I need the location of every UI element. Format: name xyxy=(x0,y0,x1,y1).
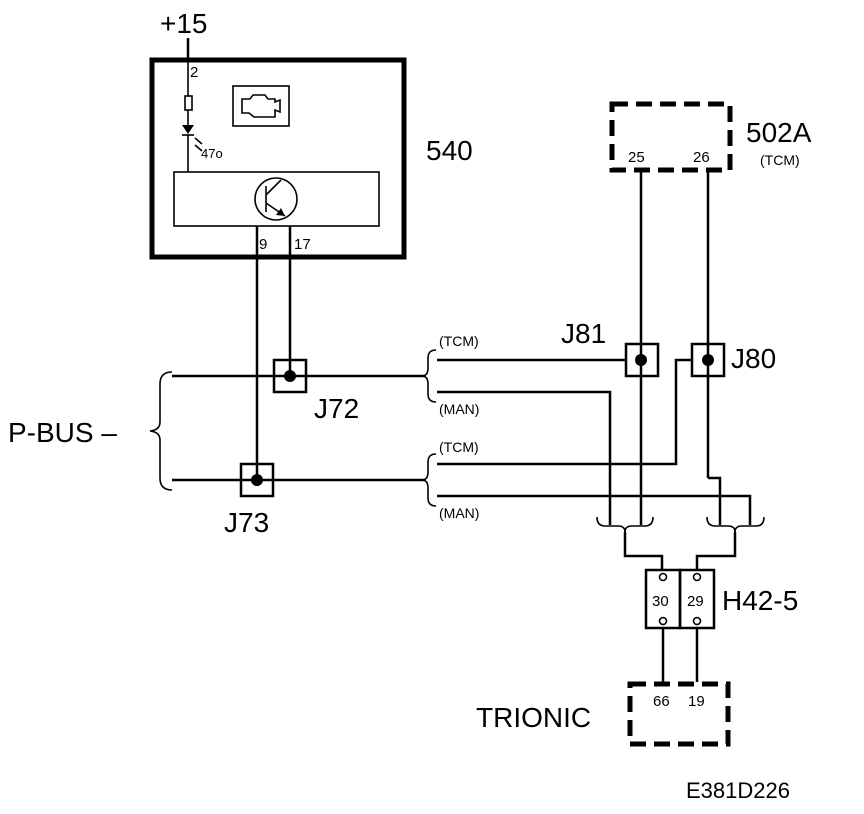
tcm-pin-25: 25 xyxy=(628,149,645,166)
pbus-brace xyxy=(149,371,173,491)
wire-tcm-lower xyxy=(437,358,692,466)
resistor-label: 47o xyxy=(201,146,223,161)
variant-tcm-lower: (TCM) xyxy=(439,439,479,455)
junction-j80 xyxy=(690,342,726,378)
junction-j80-label: J80 xyxy=(731,343,776,374)
h42-pin-29: 29 xyxy=(687,593,704,610)
module-540-label: 540 xyxy=(426,135,473,166)
led-ray-icon xyxy=(194,137,203,145)
tcm-502a-label: 502A xyxy=(746,117,812,148)
tcm-502a-box xyxy=(609,101,733,173)
junction-j81-label: J81 xyxy=(561,318,606,349)
variant-man-upper: (MAN) xyxy=(439,401,479,417)
wire-man-upper xyxy=(437,390,612,525)
trionic-label: TRIONIC xyxy=(476,702,591,733)
supply-label: +15 xyxy=(160,8,208,39)
wire-to-h42-30 xyxy=(623,532,664,570)
led-icon xyxy=(182,125,194,134)
variant-man-lower: (MAN) xyxy=(439,505,479,521)
module-540-box xyxy=(149,57,407,260)
h42-label: H42-5 xyxy=(722,585,798,616)
module-540-pin-2: 2 xyxy=(190,64,198,81)
junction-j73 xyxy=(239,462,275,498)
merge-brace-right xyxy=(706,516,765,533)
tcm-502a-sub: (TCM) xyxy=(760,152,800,168)
tcm-pin-26: 26 xyxy=(693,149,710,166)
variant-brace-lower xyxy=(421,453,437,507)
variant-brace-upper xyxy=(421,349,437,403)
module-540-pin-9: 9 xyxy=(259,236,267,253)
wire-tcm-pin-26-down xyxy=(708,476,722,525)
pbus-label: P-BUS – xyxy=(8,417,117,448)
resistor-symbol xyxy=(184,95,193,111)
module-540-pin-17: 17 xyxy=(294,236,311,253)
merge-brace-left xyxy=(596,516,654,533)
junction-j72-label: J72 xyxy=(314,393,359,424)
figure-code: E381D226 xyxy=(686,778,790,803)
h42-pin-30: 30 xyxy=(652,593,669,610)
junction-j72 xyxy=(272,358,308,394)
trionic-pin-19: 19 xyxy=(688,693,705,710)
variant-tcm-upper: (TCM) xyxy=(439,333,479,349)
trionic-pin-66: 66 xyxy=(653,693,670,710)
wire-man-lower xyxy=(612,494,752,525)
junction-j73-label: J73 xyxy=(224,507,269,538)
wire-to-h42-29 xyxy=(695,532,737,570)
transistor-icon xyxy=(254,177,298,221)
engine-warning-icon xyxy=(232,85,290,127)
junction-j81 xyxy=(624,342,660,378)
driver-block xyxy=(173,171,380,227)
trionic-box xyxy=(627,681,731,747)
